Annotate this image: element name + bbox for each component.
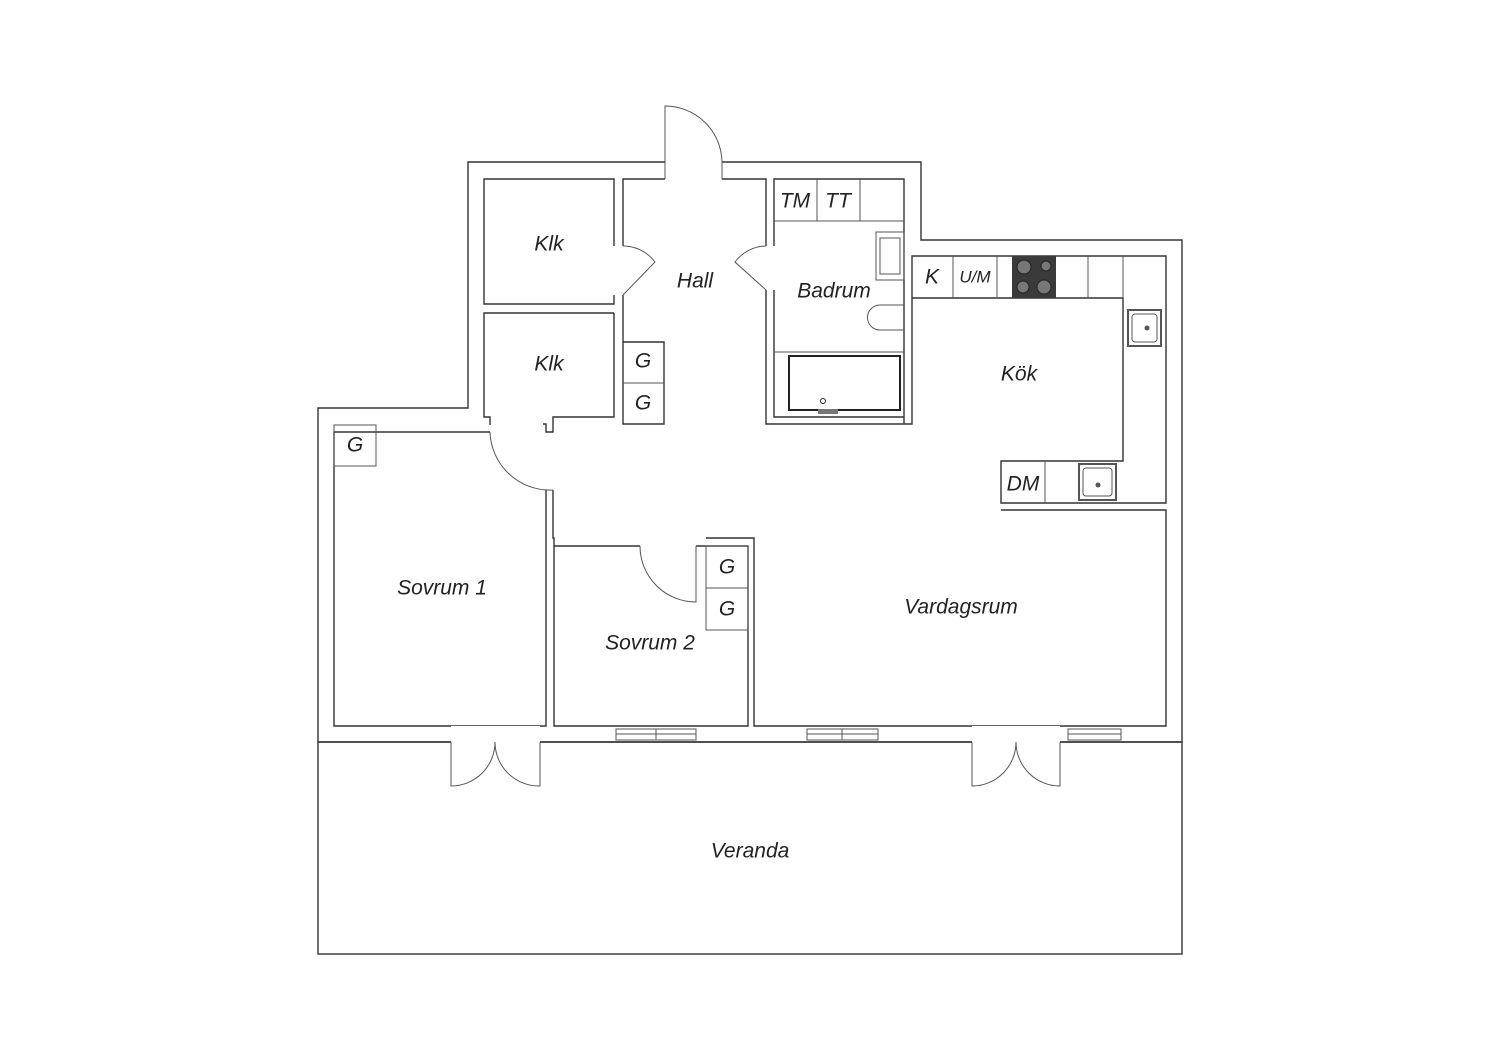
entry-door[interactable] [664, 105, 723, 179]
washbasin-bowl [879, 237, 901, 275]
room-label-klk: Klk [534, 233, 565, 256]
fixture-g: G [635, 392, 651, 415]
klk1-door[interactable] [622, 245, 656, 296]
washbasin [875, 231, 905, 281]
room-label-veranda: Veranda [711, 840, 790, 863]
fixture-dm: DM [1007, 473, 1040, 496]
sink-icon [1078, 463, 1117, 501]
fixture-tt: TT [825, 190, 853, 213]
bathtub [788, 355, 901, 411]
fixture-g: G [719, 556, 735, 579]
tub-faucet [818, 409, 838, 414]
kitchen-wall [706, 255, 1167, 727]
room-label-kok: Kök [1001, 363, 1039, 386]
drain-icon [820, 398, 826, 404]
fixture-tm: TM [780, 190, 811, 213]
sink-icon [1127, 309, 1162, 347]
fixture-um: U/M [959, 267, 991, 286]
window [806, 728, 879, 741]
badrum-door[interactable] [734, 245, 767, 291]
fixture-g: G [347, 434, 363, 457]
room-label-sovrum2: Sovrum 2 [605, 632, 695, 655]
room-label-vardagsrum: Vardagsrum [904, 596, 1018, 619]
klk2-wall [483, 312, 615, 433]
closet-box [705, 587, 749, 631]
room-label-klk: Klk [534, 353, 565, 376]
closet-box [333, 424, 377, 467]
fixture-k: K [925, 266, 940, 289]
window [615, 728, 697, 741]
veranda-door-left[interactable] [450, 726, 541, 787]
fixture-g: G [719, 598, 735, 621]
veranda-door-right[interactable] [971, 726, 1061, 787]
sovrum2-door[interactable] [639, 545, 697, 603]
window [1067, 728, 1122, 741]
toilet [867, 304, 904, 331]
room-label-badrum: Badrum [797, 280, 871, 303]
klk1-wall [483, 178, 615, 305]
sovrum1-door[interactable] [489, 431, 554, 491]
room-label-hall: Hall [677, 270, 715, 293]
fixture-g: G [635, 350, 651, 373]
badrum-wall [773, 178, 905, 424]
hall-wall [622, 178, 913, 425]
stove-icon [1012, 256, 1056, 298]
veranda-outline [317, 741, 1183, 955]
room-label-sovrum1: Sovrum 1 [397, 577, 487, 600]
